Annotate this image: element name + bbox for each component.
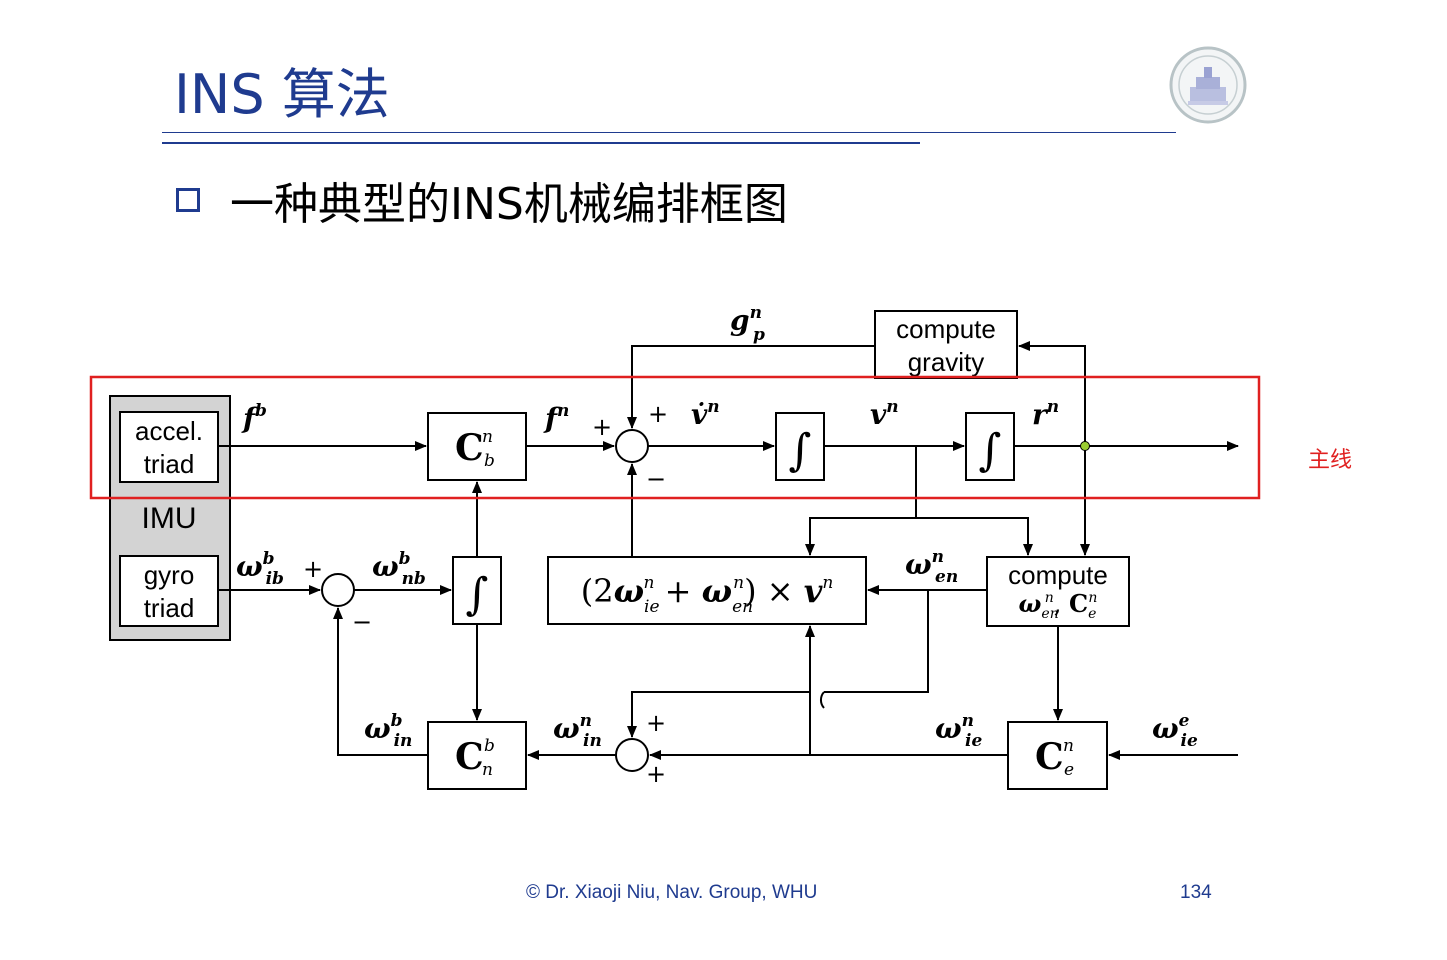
main-line-highlight [89,375,1261,500]
integrator-velocity-symbol: ∫ [789,425,812,476]
cnb-sub: n [482,760,493,780]
label-r-n: rn [1032,397,1059,431]
main-line-note: 主线 [1308,448,1353,473]
cen-C: C [1035,736,1064,778]
cbn-C: C [455,427,484,469]
page-number: 134 [1180,882,1212,903]
header-rule-bottom [162,142,920,144]
label-f-b: fb [241,401,267,435]
signal-lines [218,341,1239,760]
integrator-position-symbol: ∫ [979,425,1002,476]
sign-plus-4: + [646,709,666,737]
sum-junction-omega-in [615,738,649,772]
cbn-sup: n [482,427,493,447]
cnb-box [427,721,527,790]
accel-triad-box [119,411,219,483]
cbn-box [427,412,527,481]
cen-sub: e [1064,760,1074,780]
imu-label: IMU [142,502,197,535]
cen-sup: n [1063,736,1074,756]
compute-transport-box [986,556,1130,627]
slide-title: INS 算法 [174,63,390,126]
cnb-C: C [455,736,484,778]
cnb-sup: b [484,736,495,756]
accel-label-1: accel. [135,416,203,446]
bullet-item: 一种典型的INS机械编排框图 [176,170,788,230]
cbn-sub: b [484,451,495,471]
sum-junction-accel [615,429,649,463]
cen-box [1007,721,1108,790]
gyro-label-1: gyro [144,560,195,590]
junction-signs: + + − + − + + [303,400,668,788]
header-rule-top [162,132,1176,133]
bullet-text: 一种典型的INS机械编排框图 [230,179,788,230]
university-seal-logo [1168,45,1248,125]
gyro-triad-box [119,555,219,627]
compute-transport-label: compute [1008,560,1108,590]
sign-minus-2: − [352,608,372,636]
sign-plus-3: + [303,555,323,583]
sign-plus-5: + [646,760,666,788]
sign-plus-1: + [592,413,612,441]
sign-plus-2: + [648,400,668,428]
integrator-attitude-symbol: ∫ [466,569,489,620]
accel-label-2: triad [144,449,195,479]
label-vdot-n: v̇n [691,397,720,431]
gyro-label-2: triad [144,593,195,623]
compute-gravity-label-2: gravity [908,347,985,377]
coriolis-expression: (2ωien + ωenn) × vn [581,572,834,617]
position-junction-dot [1080,441,1090,451]
compute-transport-symbols: ωenn, Cen [1019,589,1098,622]
compute-gravity-label-1: compute [896,314,996,344]
sign-minus-1: − [646,465,666,493]
label-f-n: fn [543,401,569,435]
label-v-n: vn [870,397,899,431]
integrator-velocity [775,412,825,481]
sum-junction-gyro [321,573,355,607]
coriolis-box [547,556,867,625]
footer-credit: © Dr. Xiaoji Niu, Nav. Group, WHU [526,882,818,903]
square-bullet-icon [176,188,200,212]
